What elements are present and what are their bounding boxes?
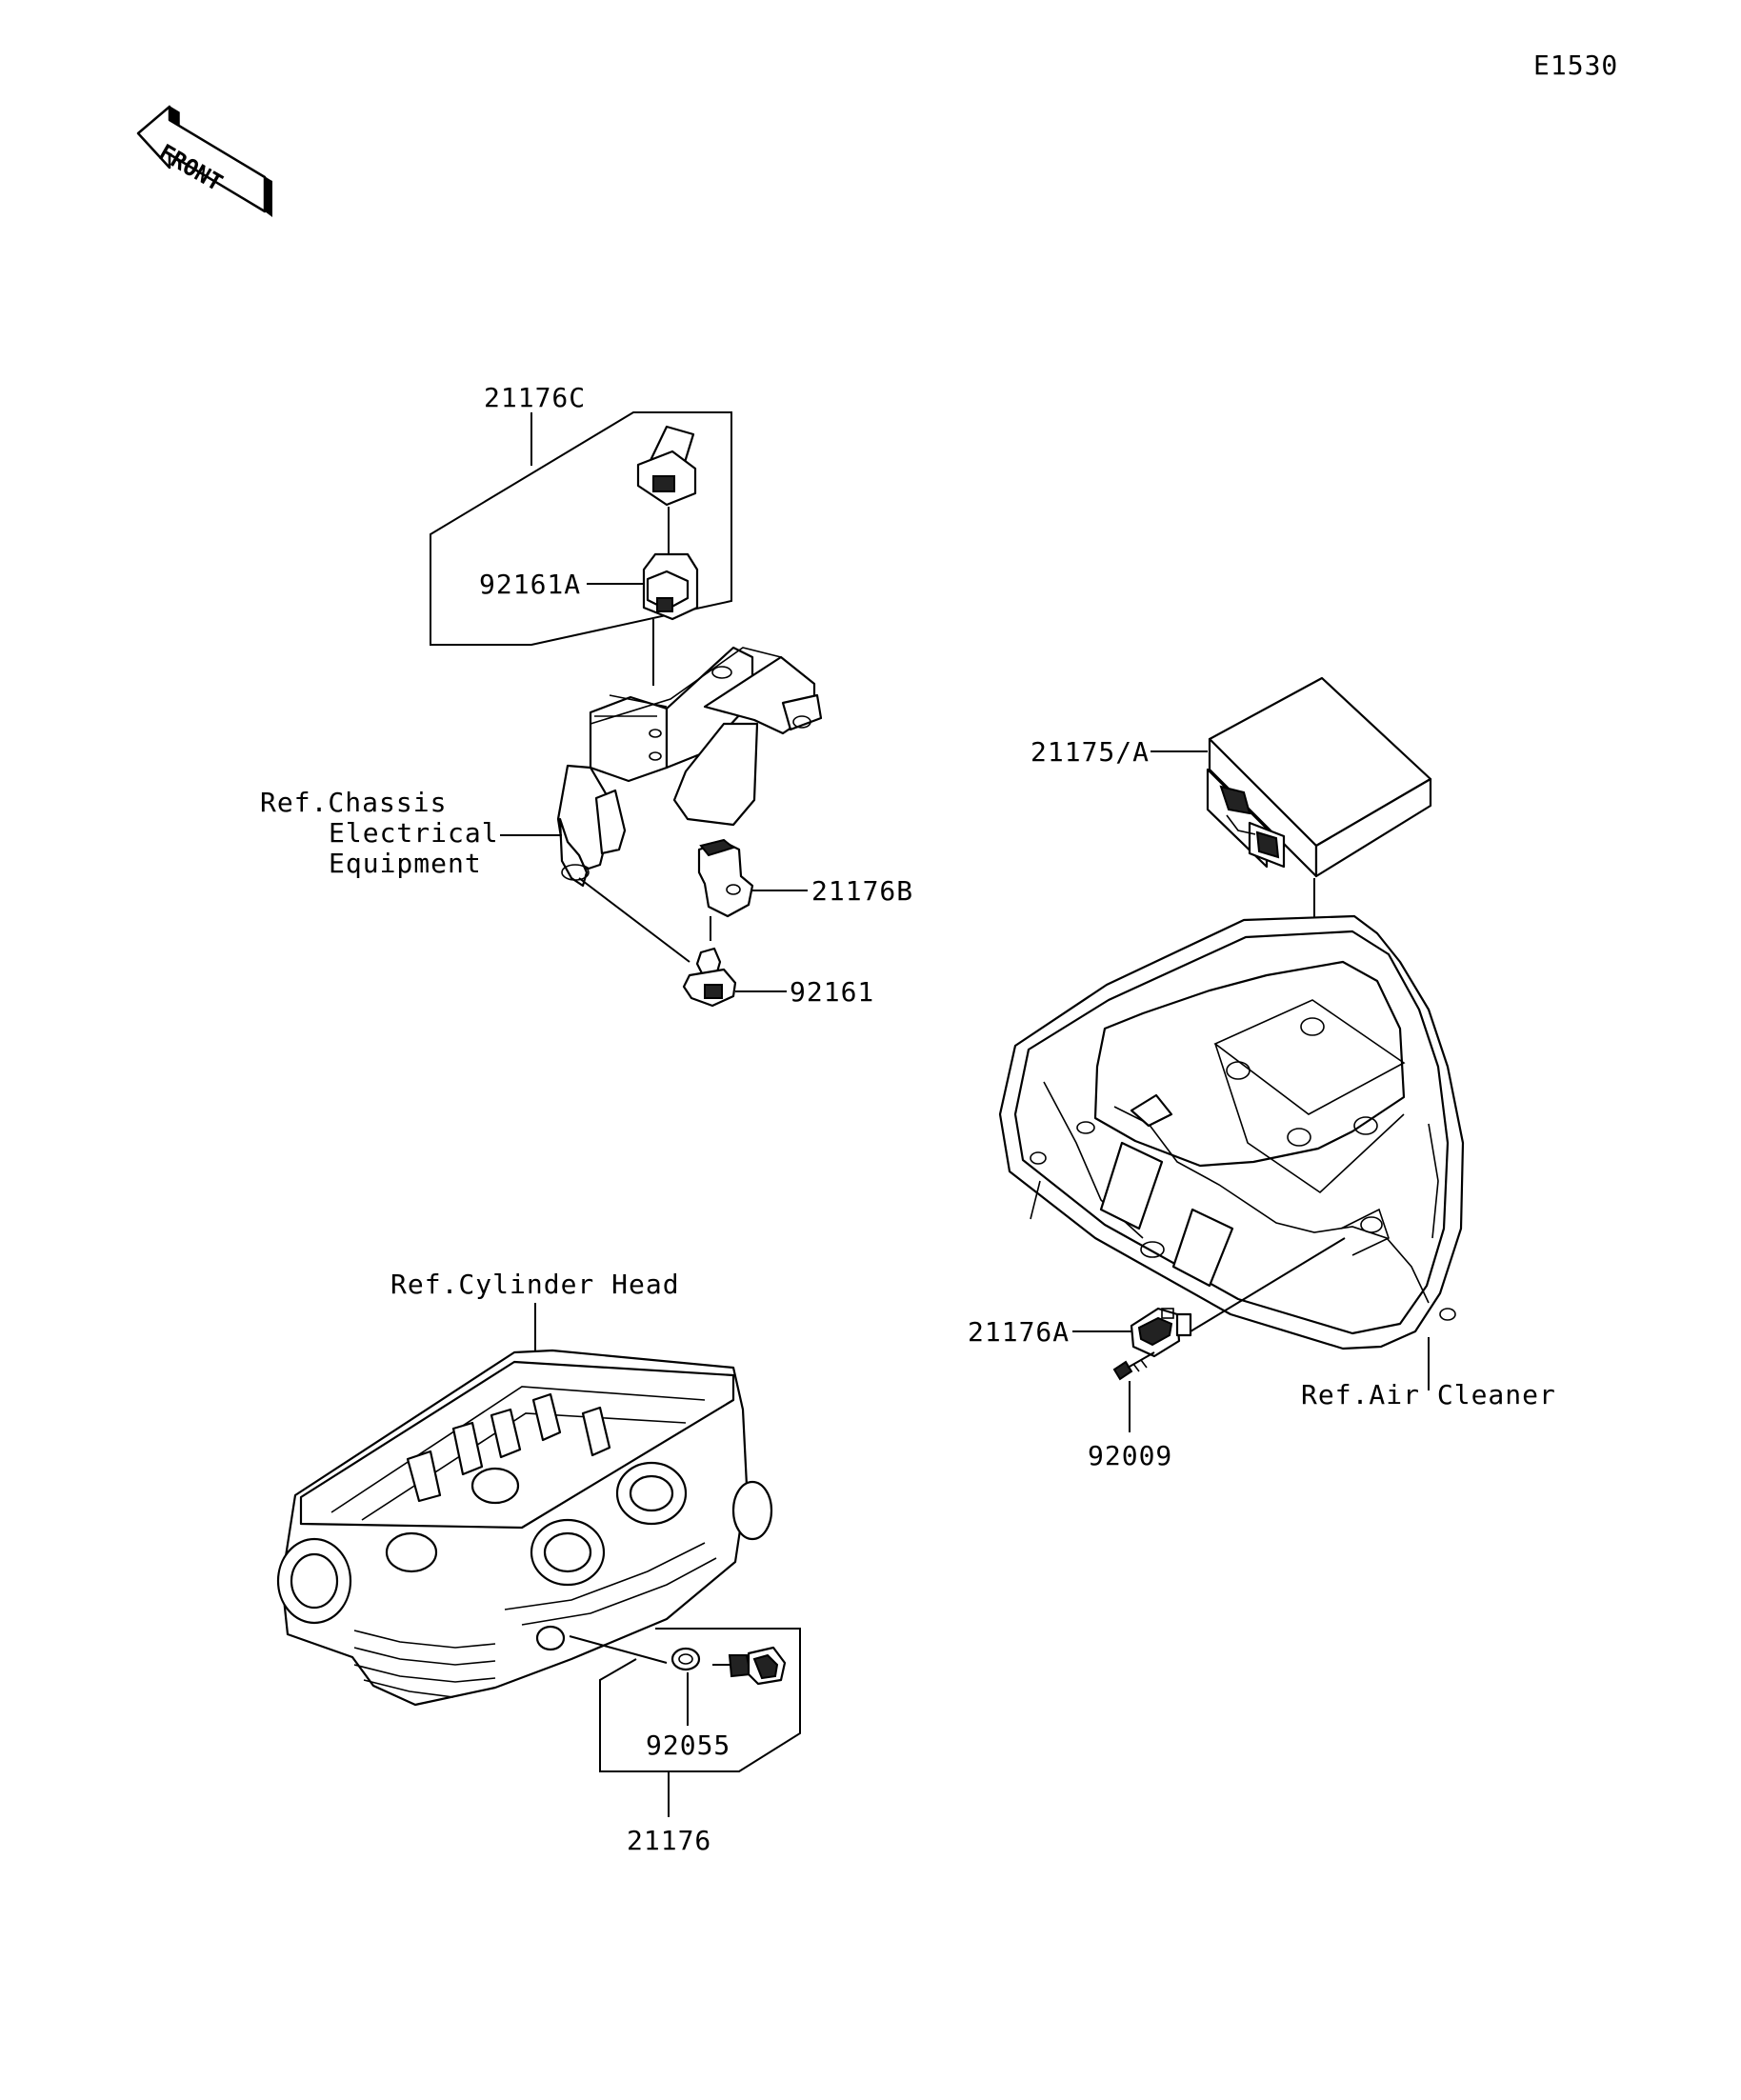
label-ref-chassis-1: Ref.Chassis (260, 787, 447, 818)
sensor-21176 (712, 1646, 787, 1686)
cylinder-head (276, 1349, 773, 1707)
label-21175A: 21175/A (1031, 736, 1150, 768)
label-92161: 92161 (790, 976, 874, 1008)
label-92055: 92055 (646, 1730, 730, 1761)
leader-21176A-mount (1190, 1237, 1346, 1332)
label-21176: 21176 (627, 1825, 711, 1856)
washer-92055 (670, 1647, 701, 1671)
bracket-chassis (556, 646, 823, 888)
label-ref-air-cleaner: Ref.Air Cleaner (1301, 1379, 1556, 1410)
group-21176C: 21176C 92161A (260, 382, 913, 1008)
front-direction-arrow-icon: FRONT (136, 105, 272, 217)
label-92161A: 92161A (479, 569, 581, 600)
connector-21176C (636, 425, 697, 507)
group-cylinder-head: Ref.Cylinder Head (276, 1269, 801, 1856)
label-ref-chassis-3: Equipment (329, 848, 482, 879)
screw-92009 (1112, 1351, 1155, 1381)
label-92009: 92009 (1088, 1440, 1172, 1471)
sensor-21176B (697, 838, 754, 918)
label-21176C: 21176C (484, 382, 586, 413)
leader-sensor-to-head (569, 1635, 668, 1664)
grommet-92161 (578, 877, 737, 1008)
air-cleaner-housing (998, 914, 1465, 1350)
group-outline-21176C (430, 411, 732, 646)
label-ref-cylinder-head: Ref.Cylinder Head (390, 1269, 680, 1300)
diagram-code: E1530 (1533, 50, 1618, 81)
grommet-92161A (642, 552, 699, 621)
group-ecu-aircleaner: 21175/A (968, 676, 1556, 1471)
ecu-21175A (1206, 676, 1432, 878)
group-outline-21176 (599, 1628, 801, 1772)
label-21176A: 21176A (968, 1316, 1070, 1348)
sensor-21176A (1130, 1307, 1192, 1358)
label-ref-chassis-2: Electrical (329, 817, 499, 849)
label-21176B: 21176B (811, 875, 913, 907)
